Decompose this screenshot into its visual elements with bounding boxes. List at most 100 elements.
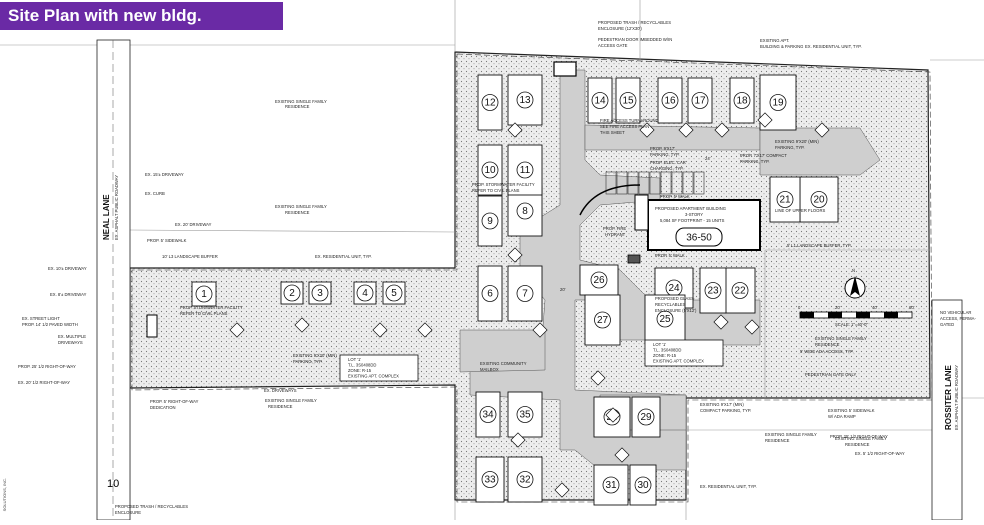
unit-number: 32 — [519, 475, 531, 486]
dimension-label: 20' — [560, 287, 566, 292]
lot-line4: EXISTING APT. COMPLEX — [653, 359, 704, 364]
annotation-label: 5' L1 LANDSCAPE BUFFER, TYP. — [787, 243, 851, 248]
parking-stall — [671, 171, 683, 195]
diamond-marker — [507, 247, 523, 263]
unit-number: 18 — [736, 96, 748, 107]
annotation-label: PROPOSED TRASH / RECYCLABLES — [598, 20, 671, 25]
annotation-label: PROP. 5' WALK — [660, 194, 690, 199]
diamond-shape — [614, 447, 630, 463]
unit-number: 31 — [605, 480, 617, 491]
annotation-label: PROP. 5' WALK — [655, 253, 685, 258]
unit-number: 9 — [487, 216, 493, 227]
annotation-label: EX. 5' 1/2 RIGHT-OF-WAY — [855, 451, 905, 456]
annotation-label: REFER TO CIVIL PLANS — [472, 188, 520, 193]
unit-number-circle — [481, 285, 499, 302]
diamond-shape — [417, 322, 433, 338]
street-sub-neal: EX. ASPHALT PUBLIC ROADWAY — [114, 175, 119, 240]
unit-number-circle — [481, 94, 499, 111]
annotation-label: PROPOSED TRASH / RECYCLABLES — [115, 504, 188, 509]
parcel-line-5 — [129, 229, 456, 233]
annotation-label: EXISTING APT. — [760, 38, 789, 43]
annotation-label: PROP. FIRE — [603, 226, 626, 231]
annotation-label: REFER TO CIVIL PLANS — [180, 311, 228, 316]
unit-number: 33 — [484, 475, 496, 486]
unit-31: 31 — [593, 464, 629, 506]
scale-tick: 0 — [798, 305, 801, 310]
unit-number-circle — [661, 92, 679, 109]
diamond-shape — [713, 314, 729, 330]
annotation-label: EXISTING SINGLE FAMILY — [765, 432, 817, 437]
unit-number: 26 — [593, 275, 605, 286]
annotation-label: ENCLOSURE (5'X12') — [655, 308, 697, 313]
unit-number-circle — [481, 471, 499, 488]
unit-number: 22 — [734, 286, 746, 297]
building-title: PROPOSED APARTMENT BUILDING — [655, 206, 726, 211]
diamond-marker — [714, 122, 730, 138]
unit-2: 2 — [280, 281, 304, 305]
unit-18: 18 — [729, 77, 755, 124]
unit-4: 4 — [353, 281, 377, 305]
street-sub-rossiter: EX. ASPHALT PUBLIC ROADWAY — [954, 365, 959, 430]
unit-number-circle — [591, 92, 609, 109]
annotation-label: EX. 10'± DRIVEWAY — [48, 266, 87, 271]
unit-21: 21 — [769, 176, 801, 223]
scale-tick: 40' — [872, 305, 878, 310]
unit-number-circle — [479, 406, 497, 423]
unit-number-circle — [516, 406, 534, 423]
street-name-neal: NEAL LANE — [102, 194, 111, 240]
scale-bar-segment — [856, 312, 870, 318]
unit-footprint — [507, 391, 543, 438]
annotation-label: EX. RESIDENTIAL UNIT, TYP. — [805, 44, 862, 49]
unit-11: 11 — [507, 144, 543, 196]
scale-bar-segment — [884, 312, 898, 318]
unit-number-circle — [602, 476, 620, 494]
annotation-label: EXISTING SINGLE FAMILY — [265, 398, 317, 403]
annotation-label: PEDESTRIAN DOOR IMBEDDED W/IN — [598, 37, 672, 42]
unit-footprint — [507, 456, 543, 503]
diamond-marker — [713, 314, 729, 330]
diamond-shape — [532, 322, 548, 338]
unit-27: 27 — [584, 294, 621, 346]
unit-footprint — [507, 265, 543, 322]
unit-number-circle — [634, 476, 652, 494]
annotation-label: ENCLOSURE (12'X30') — [598, 26, 642, 31]
property-line — [131, 53, 933, 503]
unit-number: 10 — [484, 165, 496, 176]
diamond-marker — [554, 482, 570, 498]
building-stories: 3-STORY — [685, 212, 703, 217]
unit-14: 14 — [587, 77, 613, 124]
rossiter-lane-road — [931, 299, 963, 521]
diamond-shape — [757, 112, 773, 128]
annotation-label: BUILDING & PARKING — [760, 44, 803, 49]
lot-line1: LOT '1' — [348, 357, 361, 362]
annotation-label: PROPOSED GLASS — [655, 296, 694, 301]
annotation-label: RESIDENCE — [765, 438, 790, 443]
unit-number: 17 — [694, 96, 706, 107]
annotation-label: PROP. 5' SIDEWALK — [147, 238, 187, 243]
fire-turnaround-curve — [579, 184, 641, 216]
paved-area-3 — [459, 329, 546, 373]
unit-15: 15 — [615, 77, 641, 124]
diamond-marker — [639, 122, 655, 138]
diamond-shape — [507, 247, 523, 263]
diamond-marker — [532, 322, 548, 338]
diamond-marker — [417, 322, 433, 338]
lot-line3: ZONE: R-15 — [348, 368, 372, 373]
unit-footprint — [593, 464, 629, 506]
unit-30: 30 — [629, 464, 657, 506]
scale-label: SCALE: 1"=40'-0" — [835, 322, 869, 327]
unit-number-circle — [516, 471, 534, 488]
unit-number: 12 — [484, 98, 496, 109]
unit-number-circle — [516, 91, 534, 109]
annotation-label: EX. 8'± DRIVEWAY — [50, 292, 87, 297]
annotation-label: PARKING, TYP. — [293, 359, 323, 364]
annotation-label: HYDRANT — [605, 232, 626, 237]
diamond-shape — [639, 122, 655, 138]
building-unit-tag — [675, 227, 723, 247]
annotation-label: EX. 20' 1/2 RIGHT-OF-WAY — [18, 380, 70, 385]
lot-line2: T.L. 3S0408DD — [348, 363, 376, 368]
unit-25: 25 — [644, 294, 686, 344]
unit-10: 10 — [477, 144, 503, 196]
unit-number-circle — [356, 284, 374, 302]
unit-number-circle — [385, 284, 403, 302]
